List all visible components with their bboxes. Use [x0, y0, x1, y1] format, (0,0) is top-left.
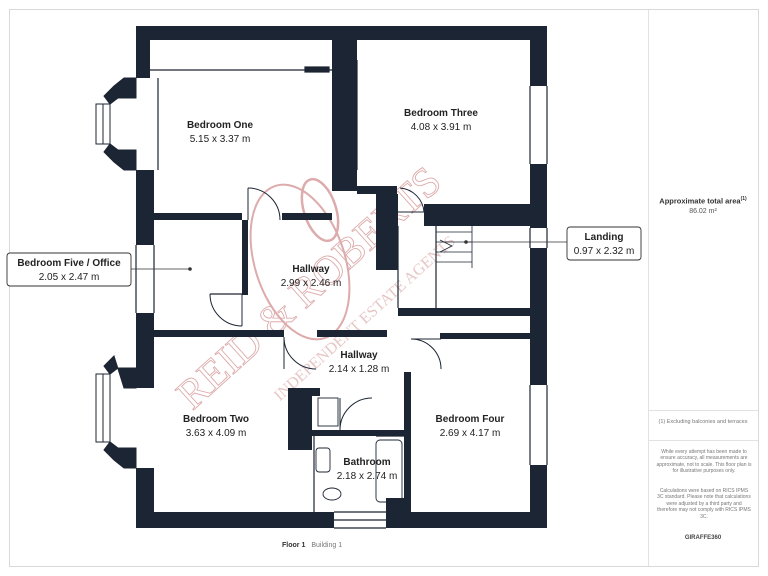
toilet [322, 487, 342, 501]
room-name: Bathroom [343, 457, 390, 468]
wall-lines [135, 60, 548, 529]
bathroom-fixtures [315, 397, 403, 503]
watermark-swirl [249, 183, 351, 341]
room-name: Hallway [340, 350, 378, 361]
sidebar-divider [648, 410, 758, 411]
floor-name: Floor 1 [282, 542, 306, 549]
bathtub [375, 439, 403, 503]
room-size: 3.63 x 4.09 m [186, 428, 247, 439]
disclaimer-accuracy: While every attempt has been made to ens… [656, 449, 752, 475]
room-size: 2.14 x 1.28 m [329, 364, 390, 375]
room-name: Bedroom Three [404, 108, 478, 119]
total-area-footnote-mark: (1) [740, 196, 747, 202]
exclusions-note: (1) Excluding balconies and terraces [658, 419, 748, 425]
building-name: Building 1 [311, 542, 343, 549]
callout-bedroom-five: Bedroom Five / Office 2.05 x 2.47 m [6, 252, 192, 287]
callout-landing: Landing 0.97 x 2.32 m [464, 226, 642, 261]
room-size: 4.08 x 3.91 m [411, 122, 472, 133]
room-labels: Bedroom One 5.15 x 3.37 m Bedroom Three … [183, 108, 505, 482]
room-name: Bedroom Four [436, 414, 505, 425]
floor-label: Floor 1 Building 1 [282, 542, 342, 549]
room-name: Hallway [292, 264, 330, 275]
callout-size: 2.05 x 2.47 m [39, 272, 100, 283]
room-name: Bedroom Two [183, 414, 249, 425]
room-size: 2.18 x 2.74 m [337, 471, 398, 482]
walls [136, 26, 547, 528]
callout-name: Landing [585, 232, 624, 243]
total-area-title: Approximate total area(1) [650, 196, 756, 206]
giraffe360-logo: GIRAFFE360 [684, 535, 722, 541]
room-size: 5.15 x 3.37 m [190, 134, 251, 145]
doors [209, 187, 442, 431]
total-area-value: 86.02 m² [689, 208, 717, 215]
room-name: Bedroom One [187, 120, 254, 131]
disclaimer-calculation: Calculations were based on RICS IPMS 3C … [657, 488, 751, 520]
plan-frame [9, 9, 759, 567]
basin [315, 447, 331, 473]
room-size: 2.69 x 4.17 m [440, 428, 501, 439]
room-size: 2.99 x 2.46 m [281, 278, 342, 289]
bay-window [95, 77, 137, 469]
callout-size: 0.97 x 2.32 m [574, 246, 635, 257]
callout-name: Bedroom Five / Office [17, 258, 121, 269]
info-sidebar [648, 10, 759, 566]
sidebar-divider [648, 440, 758, 441]
total-area-label: Approximate total area [659, 196, 741, 206]
cupboard [317, 397, 339, 427]
